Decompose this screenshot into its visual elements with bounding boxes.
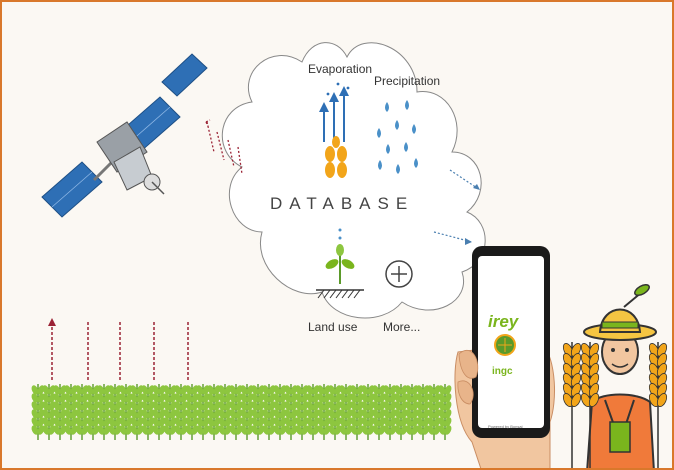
app-org-label: ingc	[492, 366, 513, 377]
wheat-icon	[648, 342, 668, 468]
crop-plant	[361, 384, 375, 440]
farmer-icon	[583, 283, 657, 468]
wheat-icon	[562, 342, 600, 468]
precipitation-icon	[377, 100, 418, 174]
more-icon	[385, 260, 413, 288]
arrow-head	[465, 238, 472, 245]
crop-plant	[64, 384, 78, 440]
cloud-icon	[221, 42, 486, 319]
crop-plant	[75, 384, 89, 440]
app-name-label: irey	[488, 312, 519, 331]
powered-by-label: Powered by Bonsai	[488, 424, 523, 429]
crop-plant	[42, 384, 56, 440]
evaporation-icon	[319, 82, 350, 178]
crop-plant	[86, 384, 100, 440]
crop-plant	[53, 384, 67, 440]
crop-plant	[427, 384, 441, 440]
database-label: DATABASE	[270, 194, 415, 213]
crop-plant	[394, 384, 408, 440]
land-use-label: Land use	[308, 320, 358, 334]
arrow-head	[48, 318, 56, 326]
crop-signal-arrows	[51, 320, 189, 380]
crop-plant	[141, 384, 155, 440]
crop-plant	[438, 384, 452, 440]
arrow-head	[473, 184, 480, 190]
crop-plant	[306, 384, 320, 440]
crop-plant	[317, 384, 331, 440]
land-use-icon	[316, 228, 364, 299]
signal-icon	[205, 119, 243, 175]
phone-icon	[454, 246, 556, 468]
crop-plant	[31, 384, 45, 440]
crop-plant	[251, 384, 265, 440]
precipitation-label: Precipitation	[374, 74, 441, 88]
more-label: More...	[383, 320, 421, 334]
satellite-icon	[41, 53, 208, 218]
crop-plant	[284, 384, 298, 440]
crop-row	[31, 384, 452, 440]
crop-plant	[405, 384, 419, 440]
evaporation-label: Evaporation	[308, 62, 373, 76]
crop-plant	[218, 384, 232, 440]
